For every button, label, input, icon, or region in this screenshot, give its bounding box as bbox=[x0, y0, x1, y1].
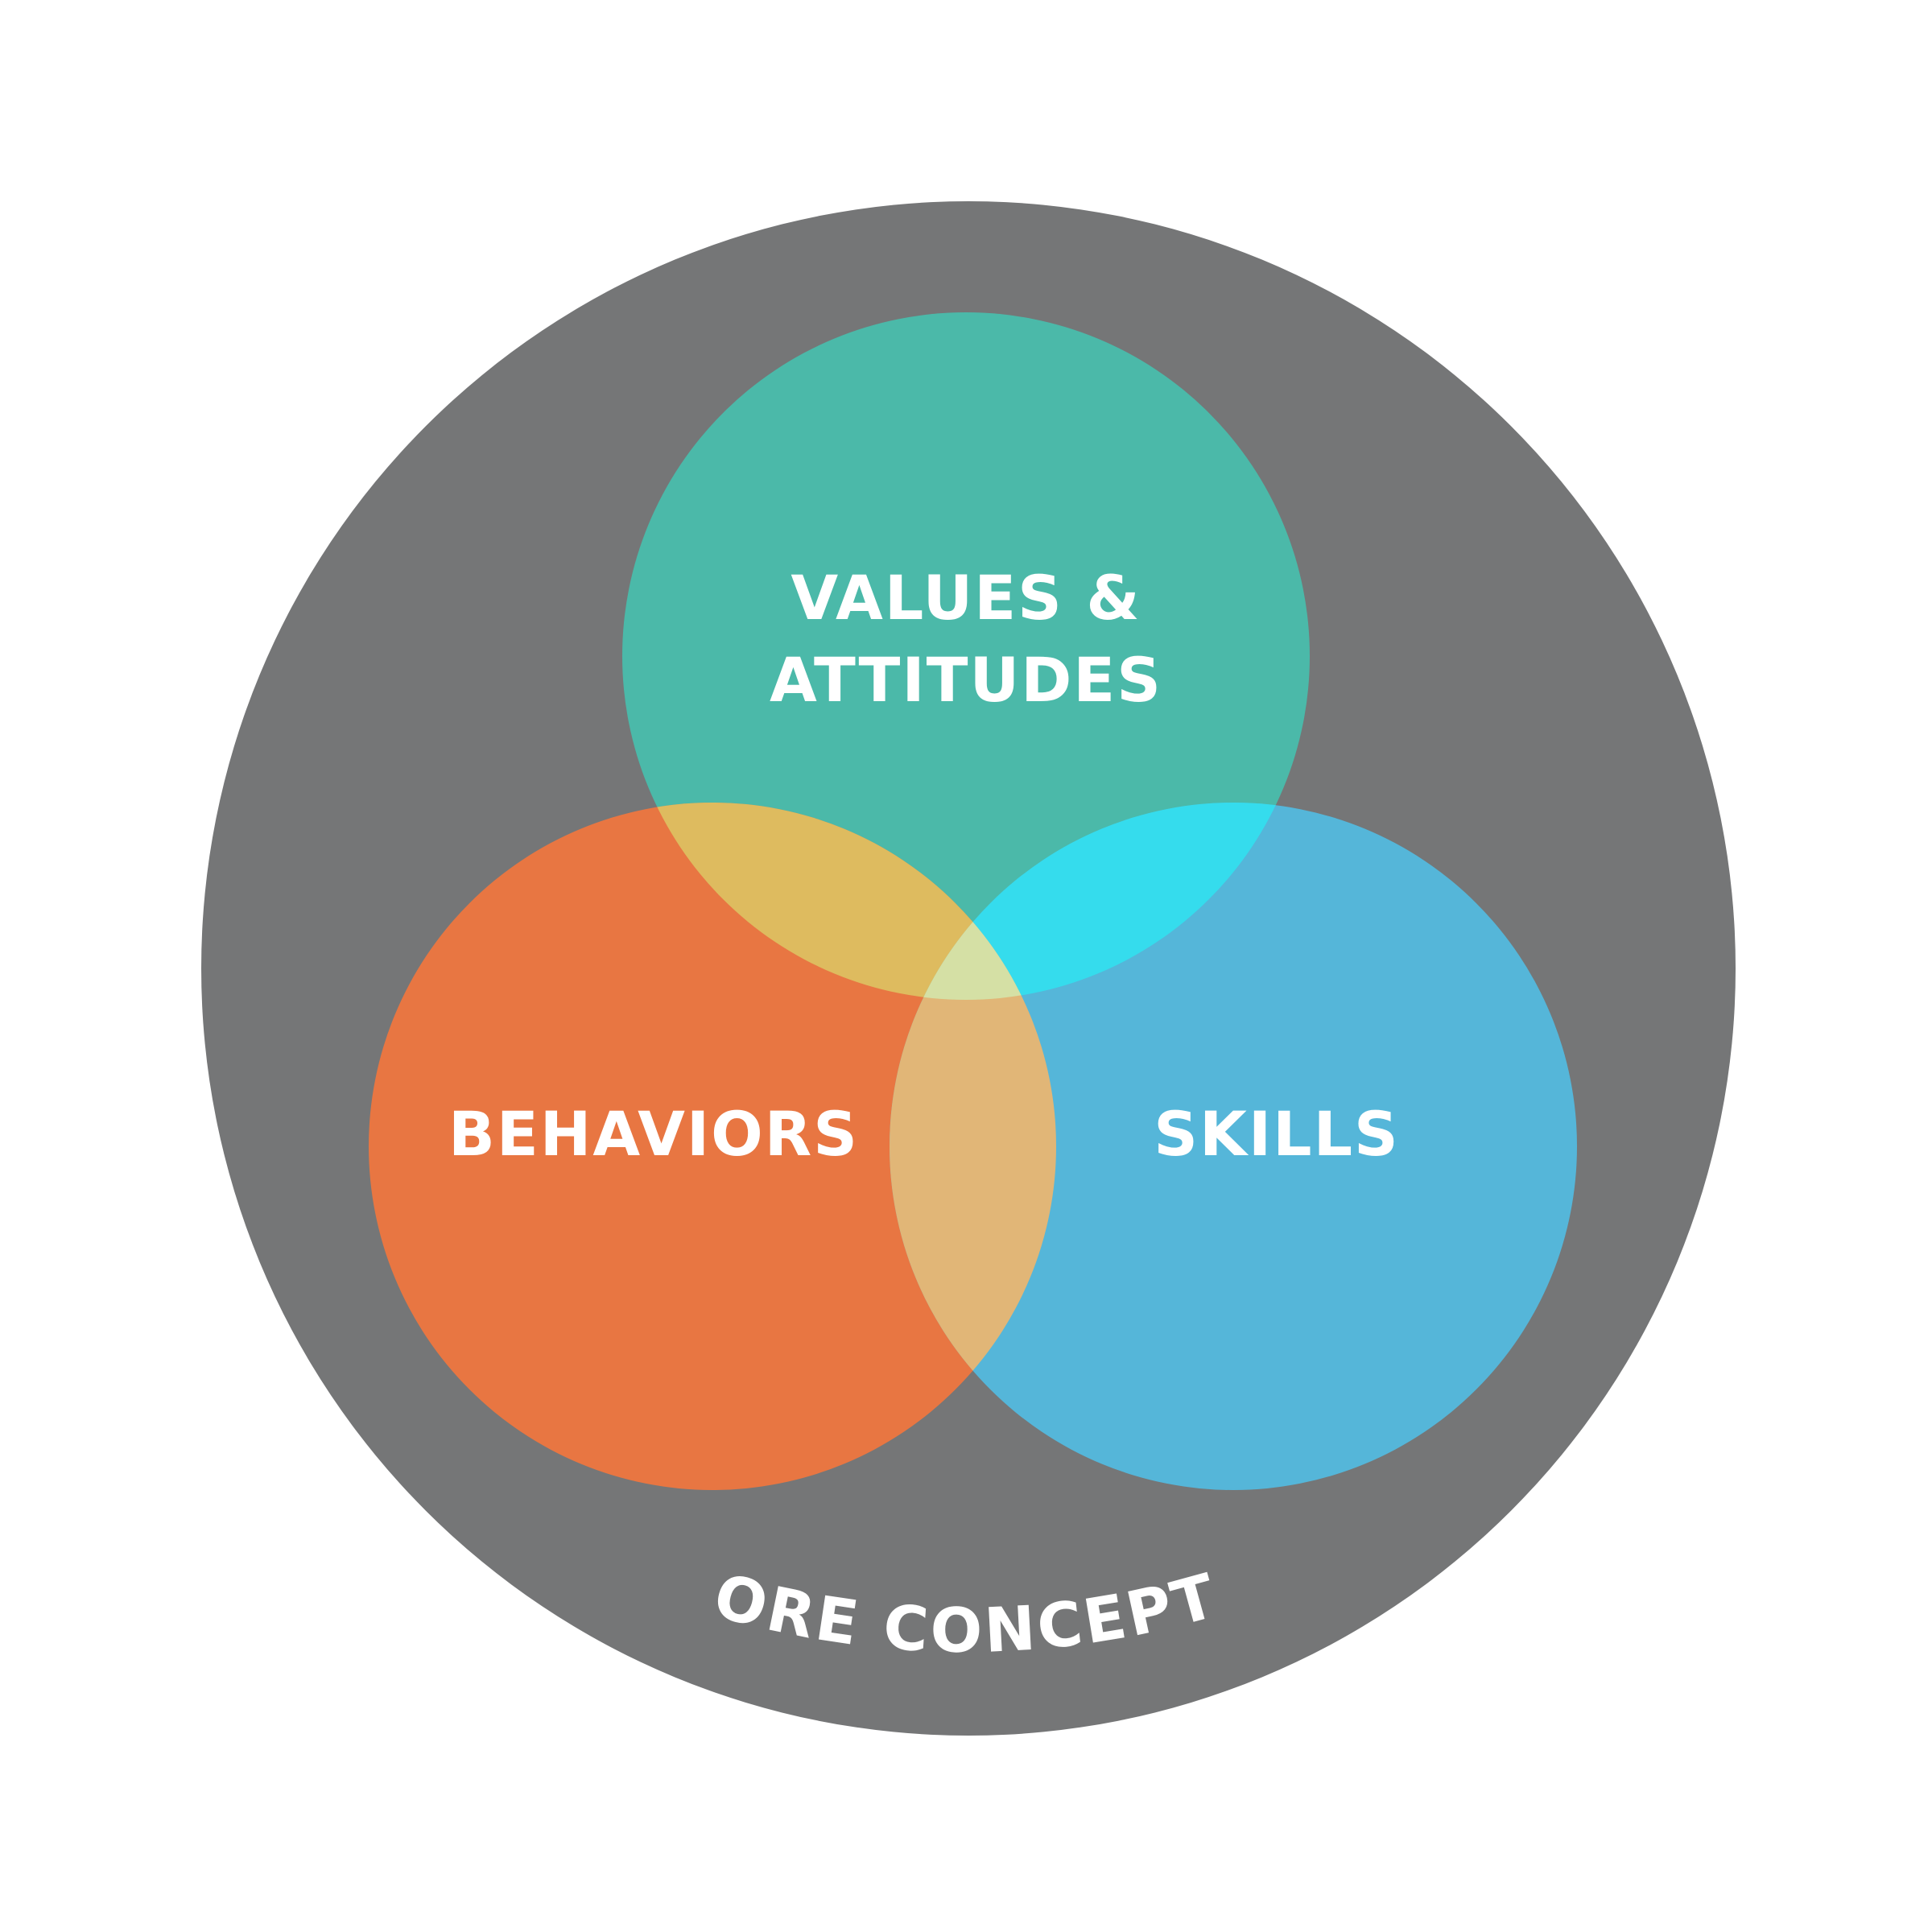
label-values-line2: ATTITUDES bbox=[770, 644, 1162, 716]
label-behaviors: BEHAVIORS bbox=[448, 1098, 859, 1170]
overlap-values-behaviors bbox=[622, 803, 1056, 1000]
label-values-line1: VALUES & bbox=[791, 562, 1141, 634]
overlap-values-skills bbox=[890, 803, 1310, 1000]
label-skills: SKILLS bbox=[1154, 1098, 1400, 1170]
